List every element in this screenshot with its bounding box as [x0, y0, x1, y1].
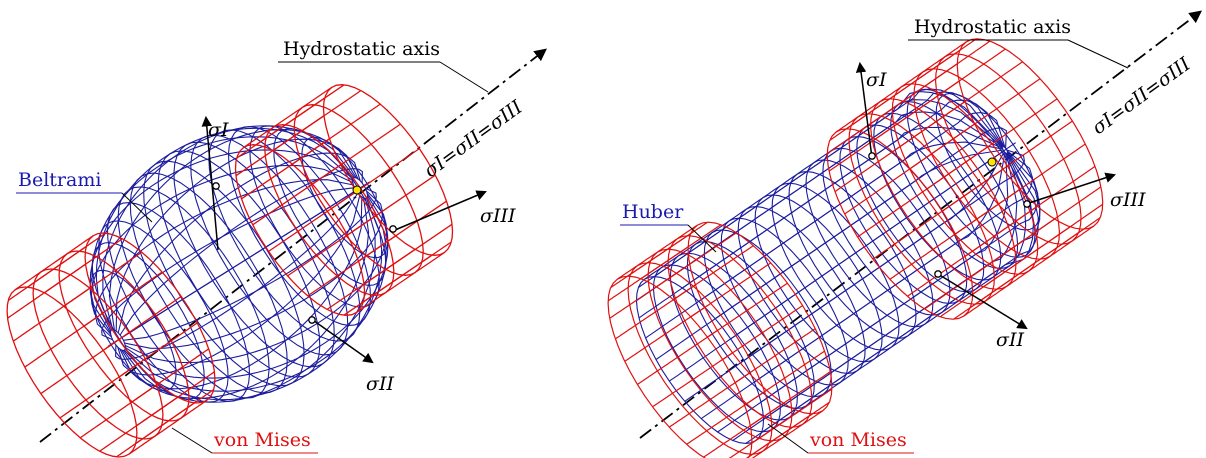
left-hydrostatic-axis — [39, 48, 547, 443]
von-mises-cylinder-right-lower — [607, 221, 833, 458]
left-sigma-II-axis — [309, 317, 374, 364]
left-panel: Hydrostatic axis σI=σII=σIII σI σII σIII… — [6, 38, 547, 458]
left-sigma-III-label: σIII — [480, 205, 516, 227]
left-sigma-II-label: σII — [366, 373, 394, 395]
right-sigma-I-label: σI — [866, 69, 887, 91]
von-mises-cylinder-right-upper — [826, 38, 1104, 320]
left-sigma-I-label: σI — [208, 119, 229, 141]
right-mesh — [607, 38, 1104, 458]
right-outer-surface-label: von Mises — [809, 429, 907, 451]
right-sigma-I-axis — [855, 61, 873, 159]
von-mises-cylinder-left-lower — [6, 232, 216, 458]
right-sigma-II-axis — [937, 273, 1028, 330]
left-sigma-III-axis — [394, 190, 487, 231]
right-axis-equation: σI=σII=σIII — [1088, 53, 1195, 139]
left-axis-equation: σI=σII=σIII — [420, 96, 527, 182]
right-sigma-III-axis — [1025, 172, 1116, 205]
right-hydrostatic-label: Hydrostatic axis — [914, 16, 1071, 38]
von-mises-cylinder-left-upper — [234, 84, 454, 316]
right-sigma-II-label: σII — [996, 329, 1024, 351]
right-panel: Hydrostatic axis σI=σII=σIII σI σII σIII… — [607, 10, 1203, 458]
right-sigma-III-label: σIII — [1110, 189, 1146, 211]
left-sigma-I-axis — [201, 115, 219, 251]
left-inner-surface-label: Beltrami — [18, 169, 101, 191]
left-apex-dot — [352, 185, 362, 195]
huber-surface — [635, 88, 1041, 444]
right-inner-surface-label: Huber — [622, 201, 684, 223]
left-outer-surface-label: von Mises — [213, 429, 311, 451]
right-hydrostatic-axis — [639, 10, 1203, 439]
left-hydrostatic-label: Hydrostatic axis — [283, 38, 440, 60]
left-mesh — [6, 84, 454, 458]
right-apex-dot — [987, 157, 997, 167]
